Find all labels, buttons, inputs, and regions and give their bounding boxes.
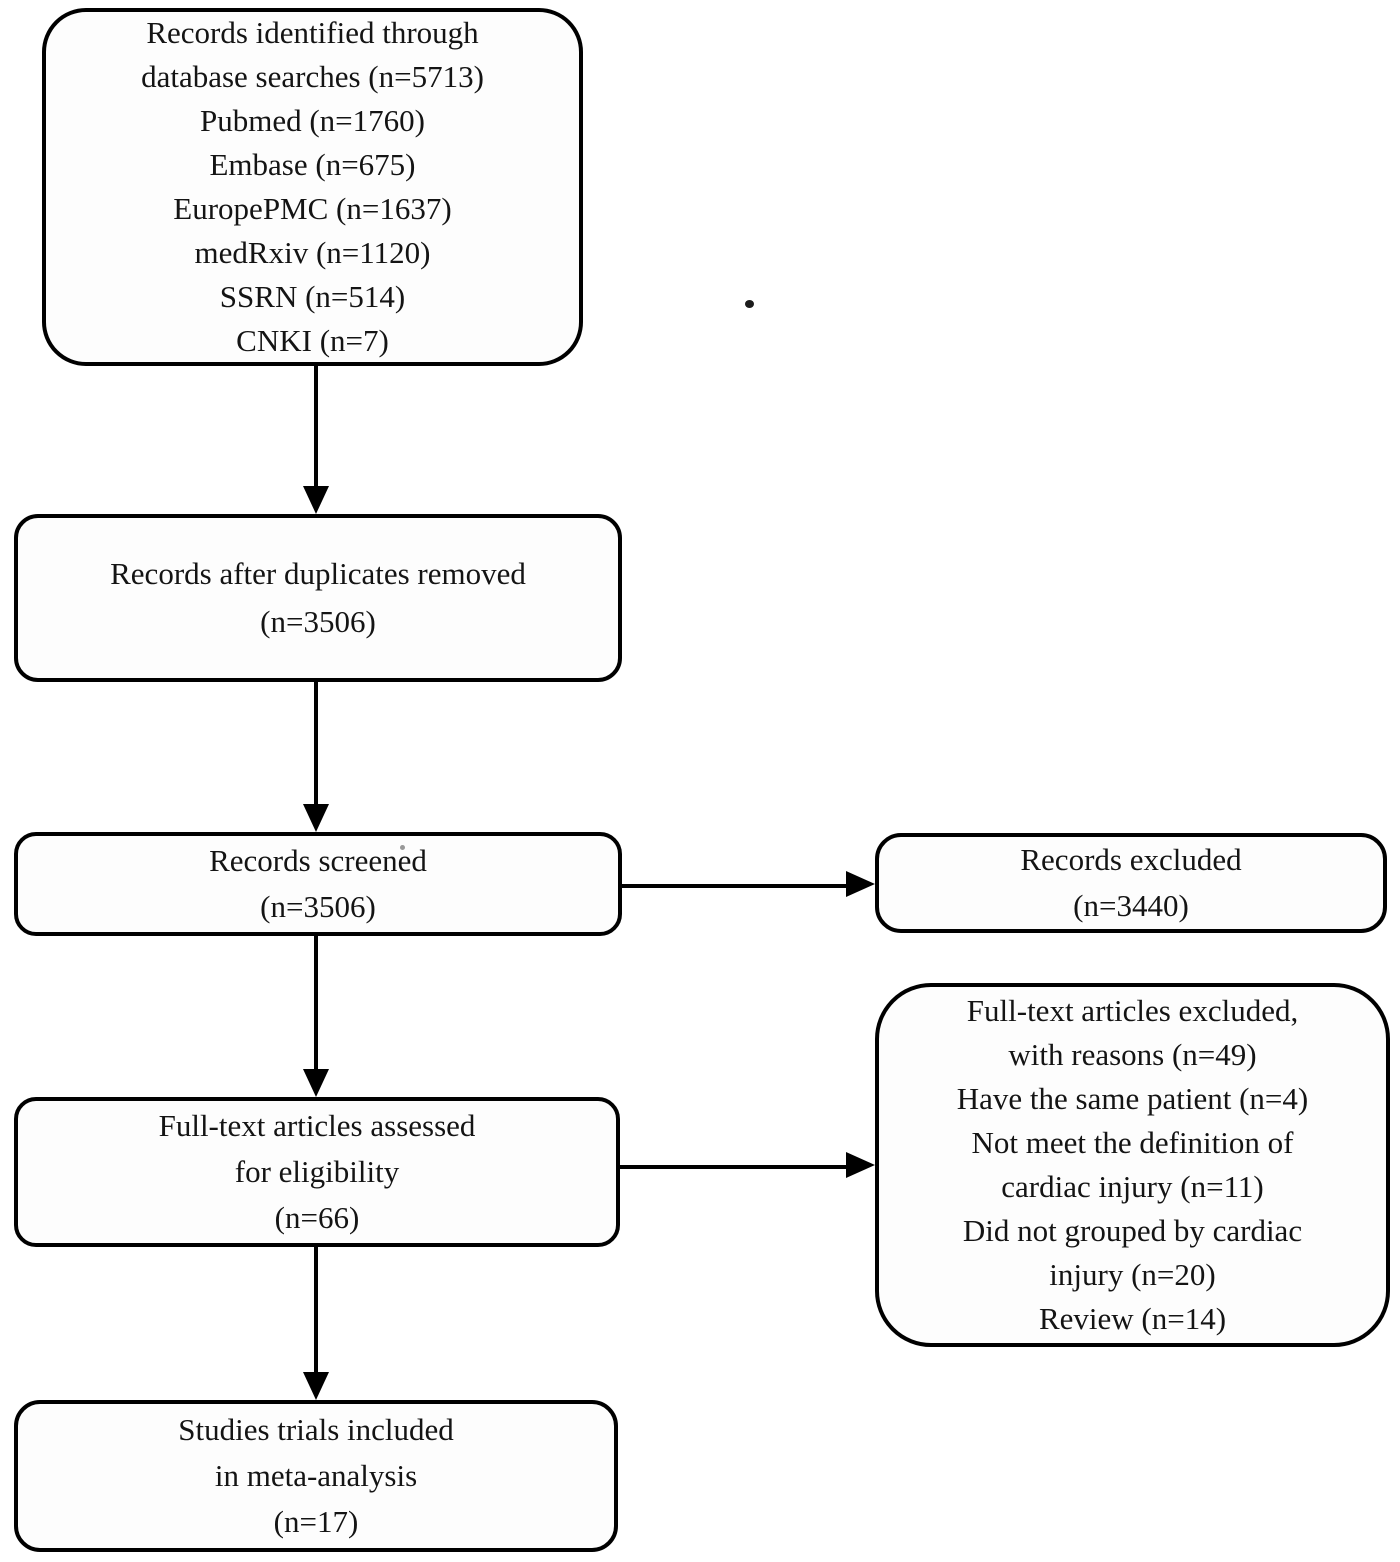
- text-line: Records excluded: [1020, 842, 1242, 877]
- text-line: Embase (n=675): [209, 147, 416, 182]
- text-line: cardiac injury (n=11): [1001, 1169, 1264, 1204]
- arrow-down-icon: [303, 1069, 329, 1097]
- text-line: with reasons (n=49): [1008, 1037, 1257, 1072]
- text-line: Not meet the definition of: [971, 1125, 1294, 1160]
- text-line: Did not grouped by cardiac: [962, 1213, 1303, 1248]
- text-line: Records after duplicates removed: [110, 556, 526, 591]
- text-line: Review (n=14): [1038, 1301, 1227, 1336]
- text-line: CNKI (n=7): [236, 323, 389, 358]
- connector-identified-to-duplicates: [314, 366, 318, 488]
- studies-included-box: Studies trials included in meta-analysis…: [14, 1400, 618, 1552]
- arrow-down-icon: [303, 1372, 329, 1400]
- text-line: (n=3506): [260, 604, 376, 639]
- text-line: Records screened: [209, 843, 427, 878]
- text-line: (n=3440): [1073, 888, 1189, 923]
- text-line: Have the same patient (n=4): [956, 1081, 1309, 1116]
- text-line: Full-text articles excluded,: [966, 993, 1299, 1028]
- arrow-down-icon: [303, 486, 329, 514]
- text-line: Studies trials included: [178, 1412, 454, 1447]
- connector-fulltext-to-ft-excluded: [620, 1165, 848, 1169]
- arrow-right-icon: [846, 1152, 875, 1178]
- speck-dot: [400, 845, 405, 850]
- connector-duplicates-to-screened: [314, 682, 318, 806]
- text-line: injury (n=20): [1049, 1257, 1216, 1292]
- text-line: (n=3506): [260, 889, 376, 924]
- text-line: Full-text articles assessed: [158, 1108, 476, 1143]
- fulltext-excluded-box: Full-text articles excluded, with reason…: [875, 983, 1390, 1347]
- arrow-down-icon: [303, 804, 329, 832]
- records-identified-box: Records identified through database sear…: [42, 8, 583, 366]
- fulltext-assessed-box: Full-text articles assessed for eligibil…: [14, 1097, 620, 1247]
- connector-screened-to-fulltext: [314, 936, 318, 1071]
- text-line: SSRN (n=514): [219, 279, 406, 314]
- duplicates-removed-box: Records after duplicates removed (n=3506…: [14, 514, 622, 682]
- connector-screened-to-excluded: [622, 884, 848, 888]
- text-line: Records identified through: [146, 15, 479, 50]
- text-line: EuropePMC (n=1637): [173, 191, 452, 226]
- text-line: in meta-analysis: [214, 1458, 418, 1493]
- text-line: medRxiv (n=1120): [194, 235, 431, 270]
- text-line: (n=17): [273, 1504, 359, 1539]
- text-line: (n=66): [274, 1200, 360, 1235]
- records-screened-box: Records screened (n=3506): [14, 832, 622, 936]
- arrow-right-icon: [846, 871, 875, 897]
- records-excluded-box: Records excluded (n=3440): [875, 833, 1387, 933]
- text-line: for eligibility: [234, 1154, 400, 1189]
- connector-fulltext-to-included: [314, 1247, 318, 1374]
- speck-dot: [745, 300, 754, 308]
- text-line: Pubmed (n=1760): [200, 103, 425, 138]
- text-line: database searches (n=5713): [141, 59, 484, 94]
